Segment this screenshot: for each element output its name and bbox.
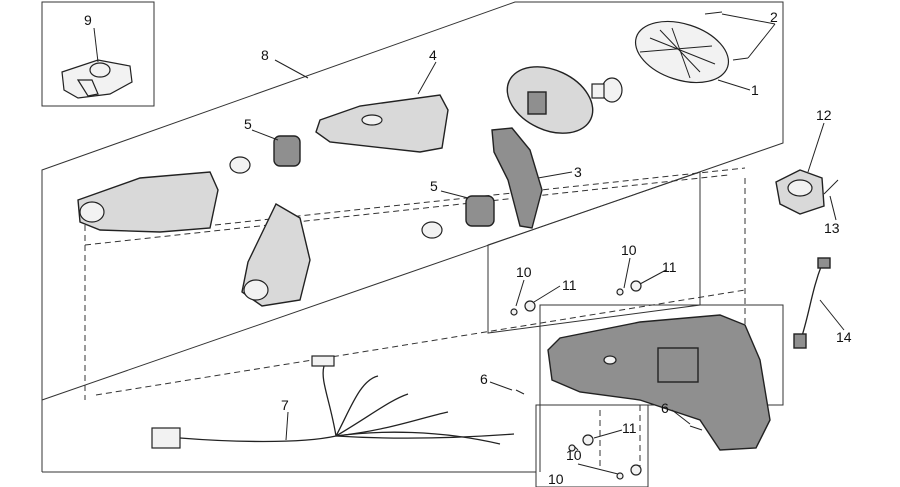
callout-10a: 10 — [621, 242, 637, 258]
callout-5a: 5 — [244, 116, 252, 132]
callout-2: 2 — [770, 9, 778, 25]
projection-lines — [84, 167, 746, 470]
callout-10c: 10 — [566, 447, 582, 463]
callout-8: 8 — [261, 47, 269, 63]
part-lamp-base — [506, 66, 594, 134]
callout-10b: 10 — [516, 264, 532, 280]
callout-6b: 6 — [661, 400, 669, 416]
part-holder-5a — [229, 135, 301, 174]
part-screw-6b — [689, 425, 703, 431]
callout-6a: 6 — [480, 371, 488, 387]
callout-13: 13 — [824, 220, 840, 236]
part-clip-9 — [61, 59, 133, 99]
part-bulb — [591, 77, 623, 103]
part-lens-1 — [634, 20, 730, 84]
callout-7: 7 — [281, 397, 289, 413]
callout-11b: 11 — [562, 277, 577, 293]
part-cover-4 — [315, 94, 449, 153]
bolt-group-frame — [535, 404, 649, 487]
part-holder-5b — [421, 195, 495, 239]
inset-box-clip — [41, 1, 155, 107]
callout-leaders — [93, 13, 845, 475]
assembly-outline — [41, 1, 784, 401]
part-wire-14 — [793, 257, 831, 349]
part-screw-6a — [515, 389, 525, 395]
callout-11c: 11 — [622, 420, 637, 436]
callout-3: 3 — [574, 164, 582, 180]
callout-12: 12 — [816, 107, 832, 123]
callout-10d: 10 — [548, 471, 564, 487]
part-cover-3 — [491, 127, 543, 229]
callout-5b: 5 — [430, 178, 438, 194]
part-indicator-bracket — [241, 203, 311, 307]
callout-9: 9 — [84, 12, 92, 28]
part-screws-2 — [704, 11, 749, 61]
part-plate-light-12 — [775, 169, 825, 215]
part-washers-upper — [510, 280, 642, 316]
callout-4: 4 — [429, 47, 437, 63]
part-harness-7 — [151, 355, 515, 449]
part-rear-housing — [547, 314, 771, 451]
part-screw-13 — [823, 179, 839, 195]
callout-1: 1 — [751, 82, 759, 98]
part-washers-lower — [568, 434, 642, 480]
washer-group-frame — [487, 171, 701, 334]
part-indicator-housing-left — [77, 171, 219, 233]
callout-14: 14 — [836, 329, 852, 345]
callout-11a: 11 — [662, 259, 677, 275]
